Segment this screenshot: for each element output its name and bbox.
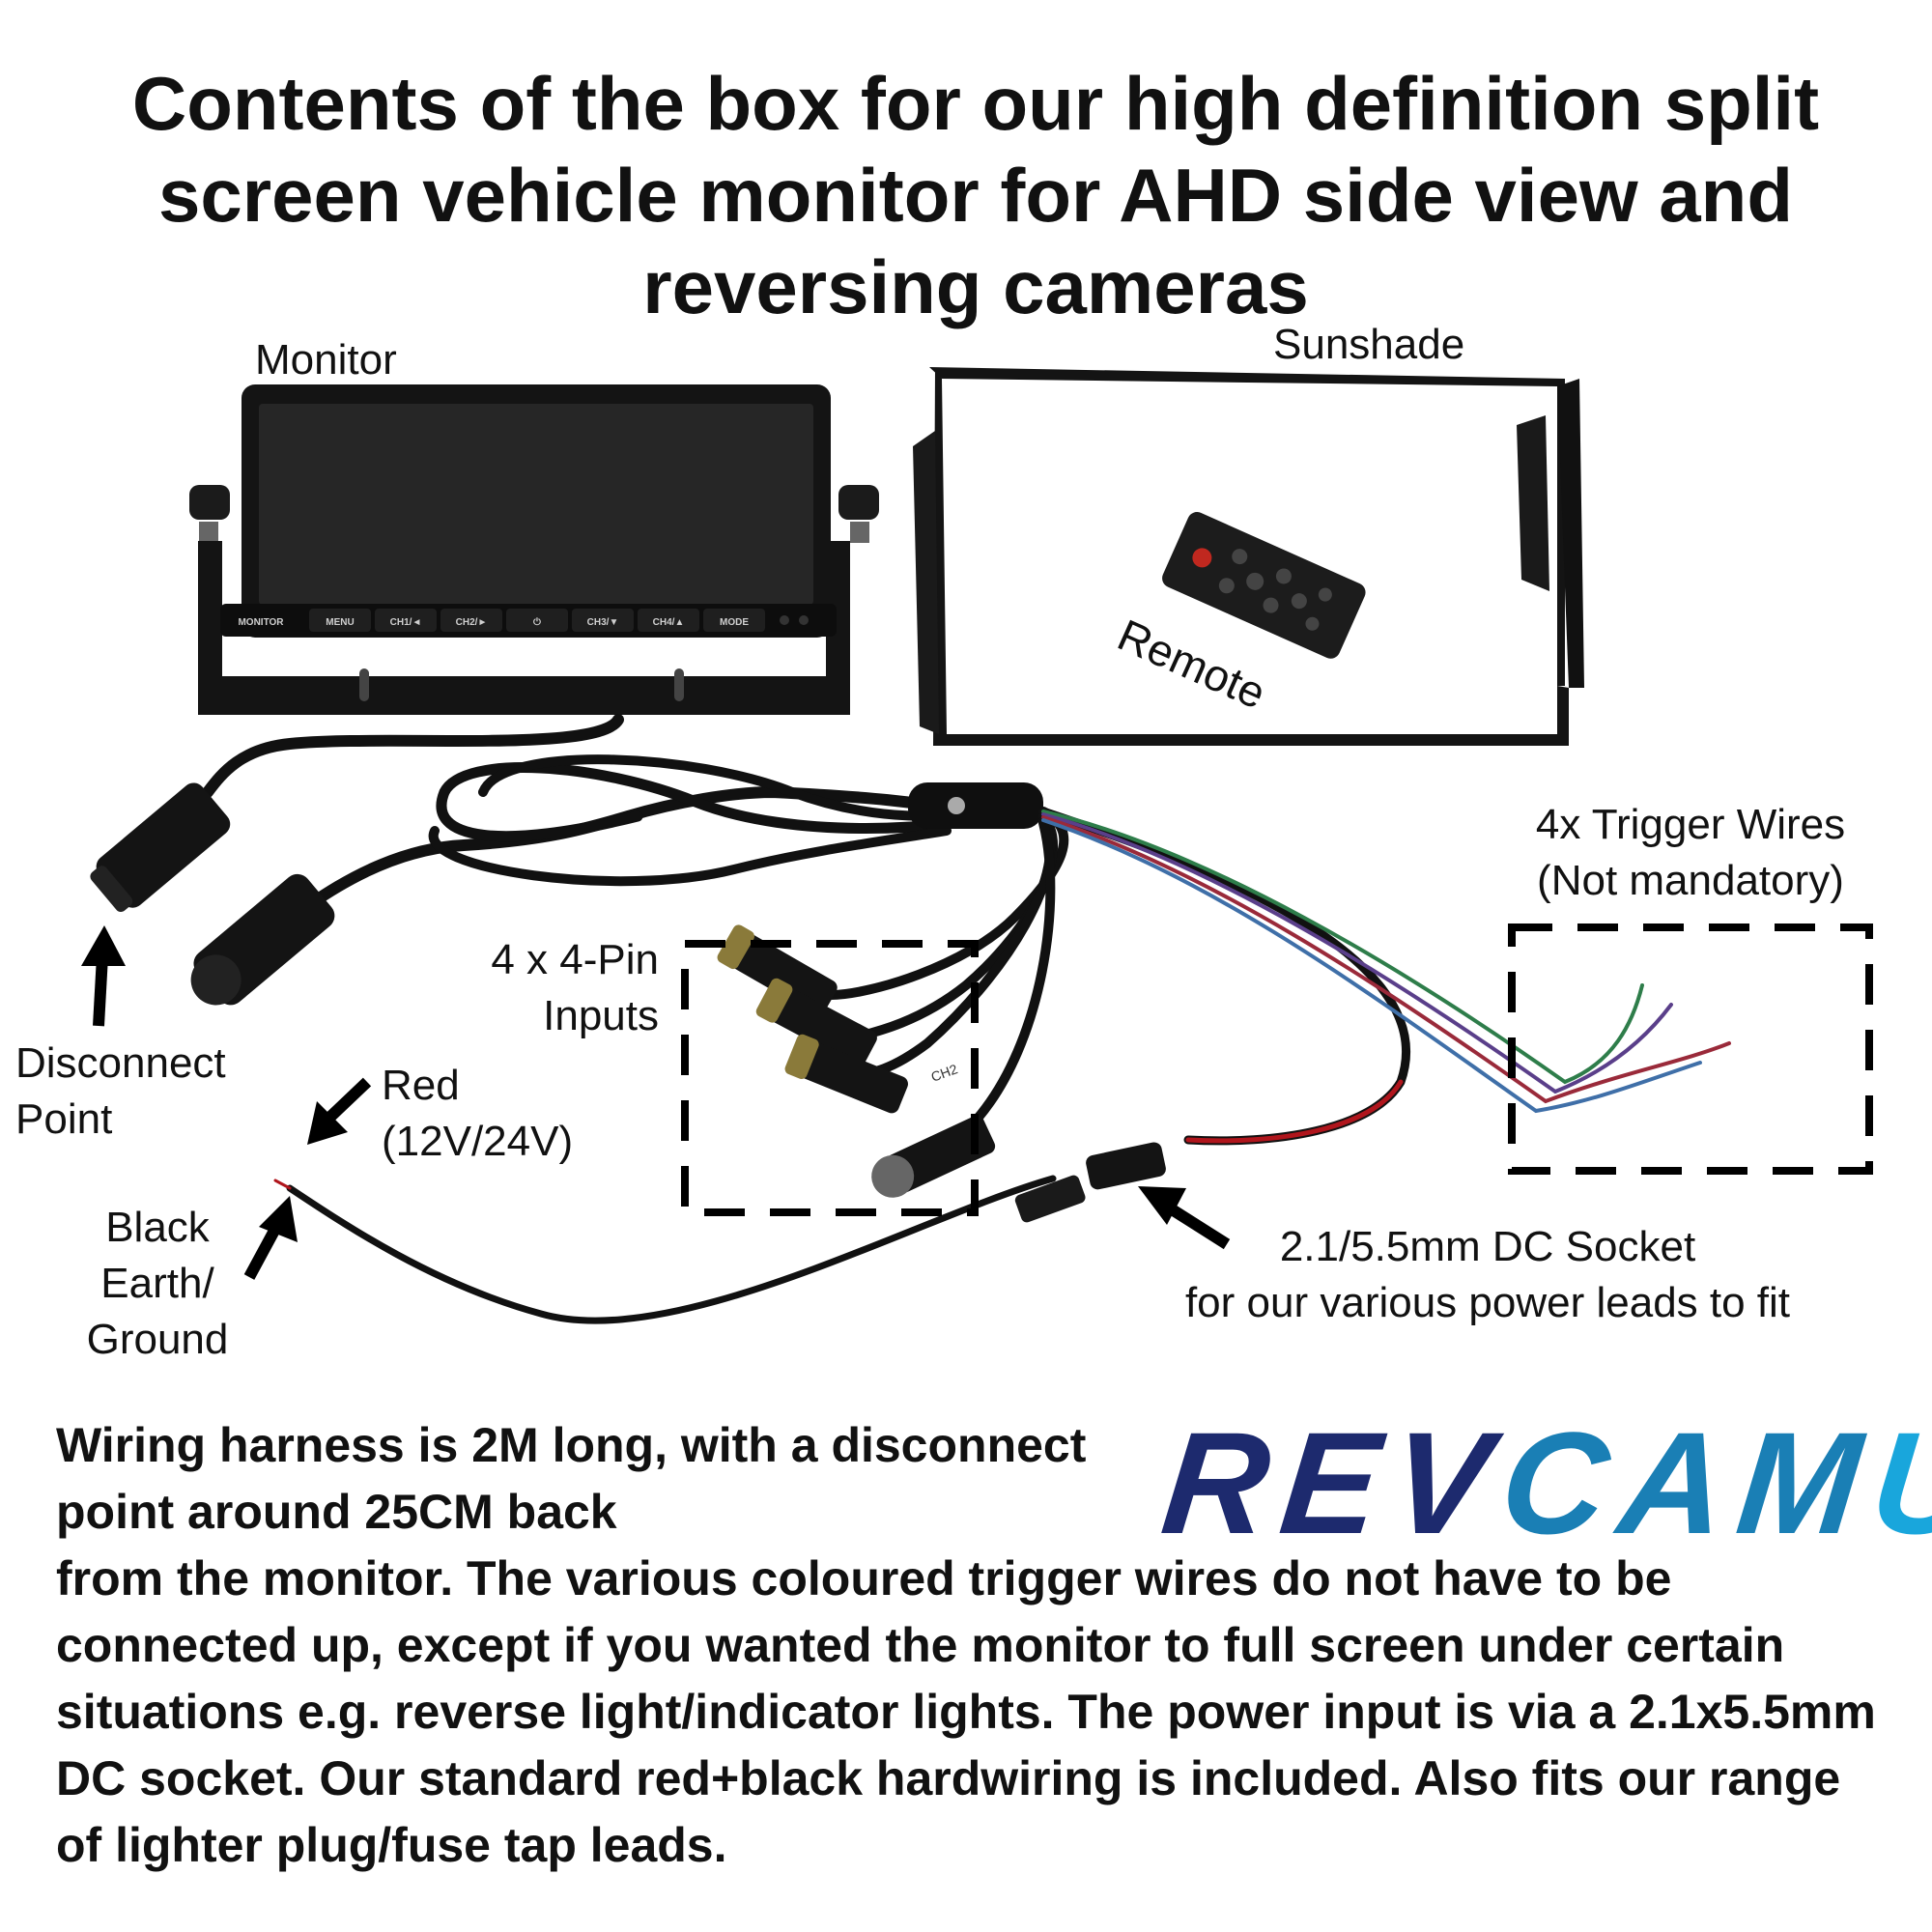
monitor-button-ch3-text: CH3/▼ — [587, 617, 619, 628]
logo-part-cam: CAM — [1493, 1402, 1882, 1564]
revcamuk-logo: REVCAMUK — [1155, 1401, 1932, 1565]
page-title: Contents of the box for our high definit… — [131, 61, 1820, 329]
red-arrow — [307, 1077, 372, 1145]
inputs-dashed-box — [681, 940, 979, 1216]
dc-label-line1: 2.1/5.5mm DC Socket — [1279, 1223, 1696, 1270]
inputs-label-line1: 4 x 4-Pin — [491, 936, 659, 983]
sunshade-label: Sunshade — [1273, 321, 1465, 368]
monitor-button-power-text: ⏻ — [533, 616, 541, 628]
description-text-bottom: from the monitor. The various coloured t… — [56, 1551, 1876, 1872]
cable-label-ch2: CH2 — [929, 1061, 960, 1085]
trigger-dashed-box — [1508, 923, 1873, 1175]
dc-label-line2: for our various power leads to fit — [1184, 1279, 1791, 1326]
disconnect-point-label: Disconnect Point — [15, 1036, 226, 1148]
trigger-wires-label-line2: (Not mandatory) — [1537, 857, 1844, 904]
inputs-label: 4 x 4-Pin Inputs — [406, 932, 659, 1044]
remote-image — [1162, 512, 1366, 659]
black-arrow — [243, 1196, 298, 1280]
disconnect-label-line1: Disconnect — [15, 1039, 226, 1087]
monitor-image: MONITOR MENU CH1/◄ CH2/► ⏻ CH3/▼ CH4/▲ M… — [189, 384, 879, 715]
red-label-line2: (12V/24V) — [382, 1118, 574, 1165]
dc-socket-arrow — [1138, 1186, 1231, 1250]
connectors: CH2 — [90, 782, 1166, 1223]
monitor-button-mode-text: MODE — [720, 617, 749, 628]
black-wire-label: Black Earth/ Ground — [56, 1200, 259, 1368]
inputs-label-line2: Inputs — [543, 992, 659, 1039]
red-label-line1: Red — [382, 1062, 460, 1109]
trigger-wires-label: 4x Trigger Wires (Not mandatory) — [1478, 797, 1903, 909]
red-wire-label: Red (12V/24V) — [382, 1058, 573, 1170]
trigger-wires-label-line1: 4x Trigger Wires — [1535, 801, 1846, 848]
description-text-top: Wiring harness is 2M long, with a discon… — [56, 1418, 1087, 1539]
monitor-button-menu-text: MENU — [326, 617, 354, 628]
monitor-brand-text: MONITOR — [238, 617, 284, 628]
arrows — [81, 925, 1231, 1280]
monitor-button-ch4-text: CH4/▲ — [653, 617, 685, 628]
logo-part-rev: REV — [1155, 1402, 1512, 1564]
monitor-button-ch1-text: CH1/◄ — [390, 617, 422, 628]
black-label-line1: Black — [105, 1204, 210, 1251]
dashed-boxes — [681, 923, 1873, 1216]
disconnect-label-line2: Point — [15, 1095, 113, 1143]
dc-socket-label: 2.1/5.5mm DC Socket for our various powe… — [1111, 1219, 1864, 1331]
disconnect-arrow — [81, 925, 126, 1027]
black-label-line2: Earth/ — [100, 1260, 214, 1307]
sunshade-image — [913, 367, 1584, 746]
black-label-line3: Ground — [86, 1316, 229, 1363]
monitor-label: Monitor — [255, 336, 397, 384]
monitor-button-ch2-text: CH2/► — [456, 617, 488, 628]
